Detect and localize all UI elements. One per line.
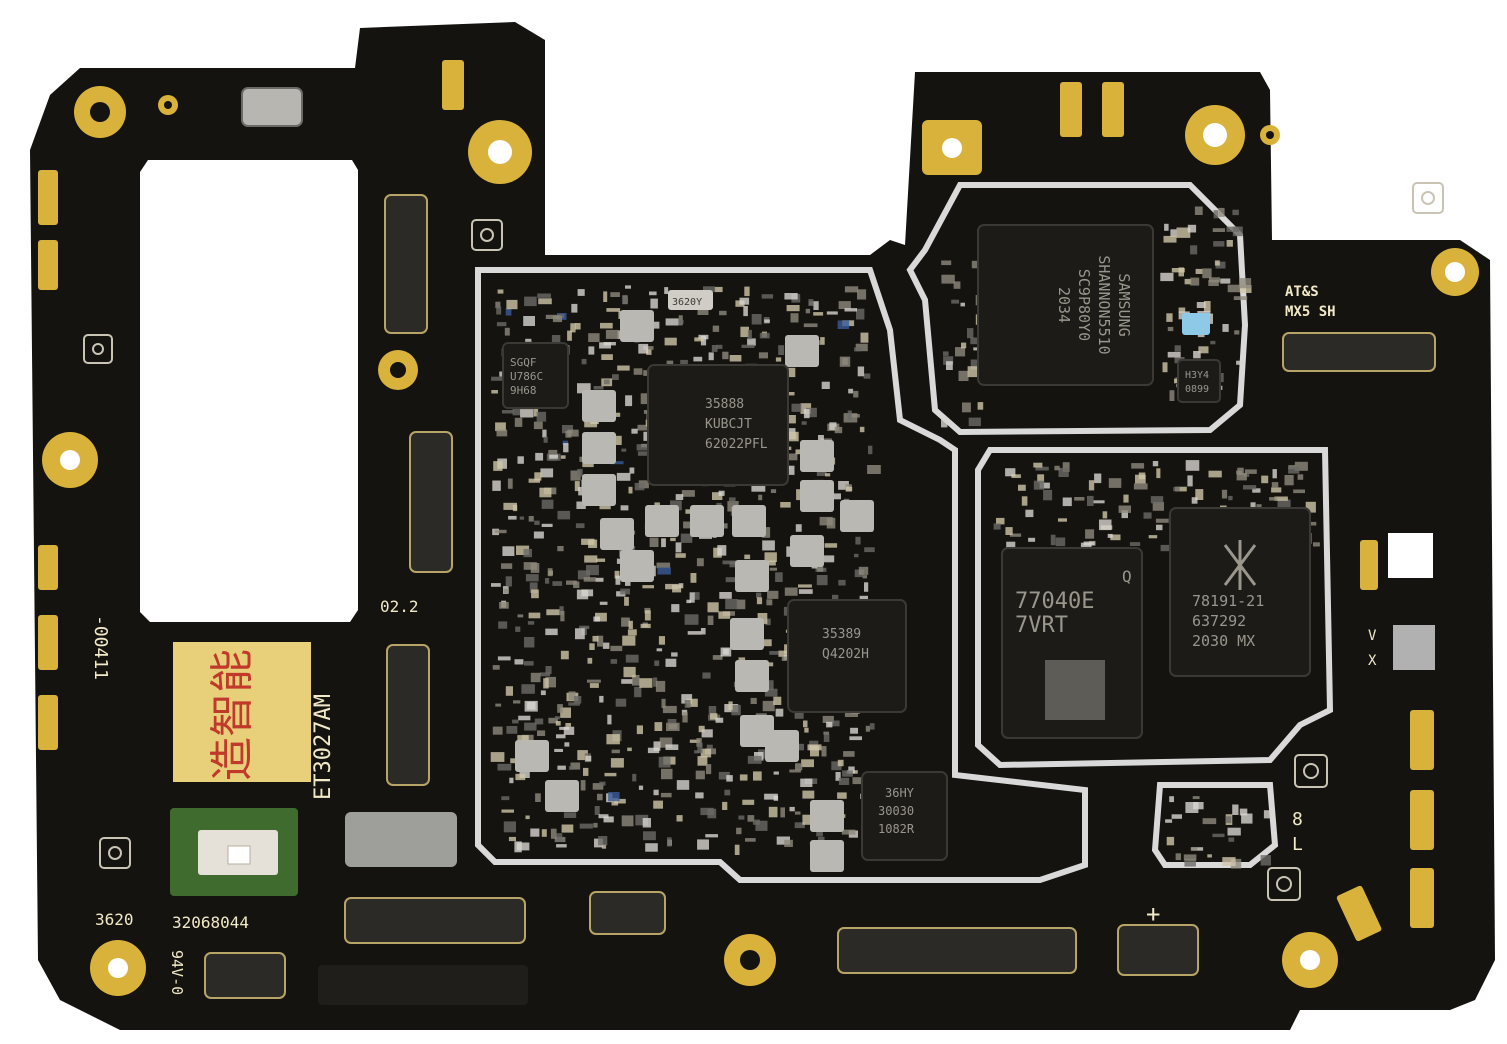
svg-text:SGQF: SGQF [510, 356, 537, 369]
label-code-d: 94V-0 [168, 950, 186, 995]
blue-component [1182, 313, 1210, 335]
chip-h3y4: H3Y4 0899 [1177, 359, 1221, 403]
label-mx5: MX5 SH [1285, 304, 1336, 320]
svg-text:30030: 30030 [878, 804, 914, 818]
mount-hole-10 [1282, 932, 1338, 988]
connector-bottom-5 [204, 952, 286, 999]
chip-35888: 35888 KUBCJT 62022PFL [647, 364, 789, 486]
metal-clip [345, 812, 457, 867]
tape-label [173, 642, 311, 782]
svg-text:36HY: 36HY [885, 786, 915, 800]
connector-left-3 [386, 644, 430, 786]
label-code-a: -00411 [90, 615, 111, 680]
chip-35389: 35389 Q4202H [787, 599, 907, 713]
mount-hole-6 [1185, 105, 1245, 165]
svg-text:SC9P80Y0: SC9P80Y0 [1075, 269, 1093, 341]
svg-text:3620Y: 3620Y [672, 297, 702, 308]
chip-78191: 78191-21 637292 2030 MX [1169, 507, 1311, 677]
svg-text:35389: 35389 [822, 627, 861, 642]
chip-sgqf: SGQF U786C 9H68 [502, 342, 569, 409]
shield-frame-rf [975, 447, 1334, 769]
microphone [241, 87, 303, 127]
svg-text:9H68: 9H68 [510, 384, 537, 397]
mount-hole-1 [74, 86, 126, 138]
connector-bottom-2 [837, 927, 1077, 974]
connector-bottom-3 [1117, 924, 1199, 976]
svg-text:62022PFL: 62022PFL [705, 437, 768, 452]
label-et: ET3027AM [311, 694, 336, 800]
edge-contacts [38, 60, 1434, 942]
connector-left-2 [409, 431, 453, 573]
connector-bottom-4 [589, 891, 666, 935]
svg-text:SAMSUNG: SAMSUNG [1115, 273, 1133, 336]
svg-text:U786C: U786C [510, 370, 543, 383]
label-eight: 8 [1292, 809, 1303, 830]
connectors [204, 194, 1436, 1005]
chip-36hy: 36HY 30030 1082R [861, 771, 948, 861]
svg-text:H3Y4: H3Y4 [1185, 370, 1209, 381]
label-ats: AT&S [1285, 284, 1319, 300]
mounting-holes [42, 86, 1479, 996]
skyworks-logo-icon [1223, 540, 1257, 590]
chip-3620y: 3620Y [668, 290, 713, 310]
pad-row-bottom [318, 965, 528, 1005]
svg-text:Q: Q [1122, 567, 1132, 586]
camera-cutout [140, 160, 358, 622]
svg-text:78191-21: 78191-21 [1192, 592, 1264, 610]
svg-text:637292: 637292 [1192, 612, 1246, 630]
svg-text:Q4202H: Q4202H [822, 647, 869, 662]
mount-hole-8 [90, 940, 146, 996]
label-version: 02.2 [380, 597, 419, 616]
svg-text:SHANNON5510: SHANNON5510 [1095, 255, 1113, 354]
svg-text:2034: 2034 [1055, 287, 1073, 323]
connector-left-1 [384, 194, 428, 334]
label-x: X [1368, 653, 1377, 669]
label-v: V [1368, 628, 1377, 644]
label-plus: + [1146, 900, 1160, 928]
connector-right [1282, 332, 1436, 372]
svg-text:1082R: 1082R [878, 822, 915, 836]
mount-hole-4 [378, 350, 418, 390]
connector-bottom-1 [344, 897, 526, 944]
svg-text:0899: 0899 [1185, 384, 1209, 395]
tape-text: 造智能 [207, 649, 258, 781]
label-el: L [1292, 834, 1303, 855]
svg-text:7VRT: 7VRT [1015, 613, 1068, 638]
svg-text:KUBCJT: KUBCJT [705, 417, 752, 432]
label-code-c: 32068044 [172, 913, 249, 932]
mount-hole-3 [468, 120, 532, 184]
shield-frame-left [475, 267, 1088, 883]
svg-text:35888: 35888 [705, 397, 744, 412]
coax-connectors [83, 182, 1444, 901]
mount-hole-2 [42, 432, 98, 488]
shield-frame-small [1151, 782, 1279, 868]
white-square [1388, 533, 1433, 578]
mount-hole-5 [922, 120, 982, 175]
datamatrix-code [1045, 660, 1105, 720]
mount-hole-7 [1431, 248, 1479, 296]
qr-code [1393, 625, 1435, 670]
chip-77040e: 77040E 7VRT Q [1001, 547, 1143, 739]
mount-hole-9 [724, 934, 776, 986]
chip-samsung: SAMSUNG SHANNON5510 SC9P80Y0 2034 [977, 224, 1154, 386]
label-code-b: 3620 [95, 910, 134, 929]
svg-text:2030 MX: 2030 MX [1192, 632, 1255, 650]
svg-text:77040E: 77040E [1015, 589, 1094, 614]
